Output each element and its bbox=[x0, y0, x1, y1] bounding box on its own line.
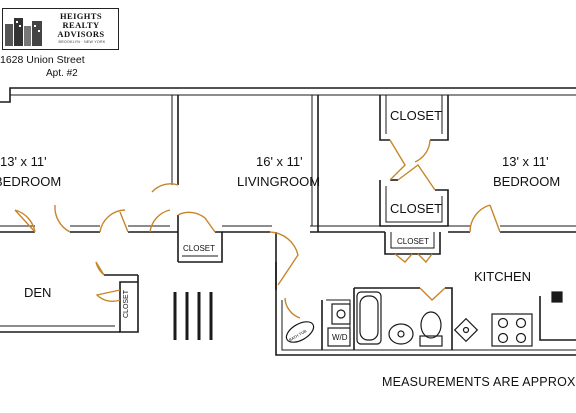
closet-den-label: CLOSET bbox=[123, 289, 130, 318]
washer-dryer-icon bbox=[327, 327, 351, 347]
bathtub-icon bbox=[356, 291, 382, 345]
den-label: DEN bbox=[24, 285, 52, 300]
kitchen-sink-icon bbox=[453, 317, 479, 343]
bath-sink-icon bbox=[388, 323, 414, 345]
toilet-tank-icon bbox=[419, 335, 443, 347]
apartment-number: Apt. #2 bbox=[46, 68, 78, 79]
company-logo: HEIGHTS REALTY ADVISORS BROOKLYN · NEW Y… bbox=[2, 8, 119, 50]
fixtures bbox=[173, 291, 563, 347]
closet-small-right-label: CLOSET bbox=[397, 237, 430, 246]
kitchen-label: KITCHEN bbox=[474, 269, 532, 284]
washer-dryer-label: W/D bbox=[332, 333, 348, 342]
address: 1628 Union Street bbox=[0, 54, 85, 66]
doors bbox=[14, 139, 501, 319]
logo-tagline: BROOKLYN · NEW YORK bbox=[58, 40, 106, 44]
bedroom-left-name: BEDROOM bbox=[0, 174, 62, 189]
toilet-icon bbox=[420, 311, 442, 339]
logo-wordmark: HEIGHTS REALTY ADVISORS bbox=[57, 11, 105, 39]
stair-marks bbox=[173, 292, 213, 340]
living-name: LIVINGROOM bbox=[237, 174, 321, 189]
bedroom-left-dimensions: 13' x 11' bbox=[0, 154, 47, 169]
stove-icon bbox=[491, 313, 533, 347]
walls bbox=[0, 87, 576, 356]
oval-tub-icon bbox=[285, 321, 315, 343]
bedroom-right-dimensions: 13' x 11' bbox=[502, 154, 549, 169]
skyline-icon bbox=[5, 18, 42, 46]
sink-small-icon bbox=[331, 303, 351, 325]
closet-living-label: CLOSET bbox=[183, 244, 216, 253]
bedroom-right-name: BEDROOM bbox=[493, 174, 561, 189]
closet-top-label: CLOSET bbox=[390, 108, 443, 123]
living-dimensions: 16' x 11' bbox=[256, 154, 303, 169]
closet-mid-label: CLOSET bbox=[390, 201, 443, 216]
measurements-note: MEASUREMENTS ARE APPROX bbox=[382, 375, 576, 389]
fridge-icon bbox=[551, 291, 563, 303]
